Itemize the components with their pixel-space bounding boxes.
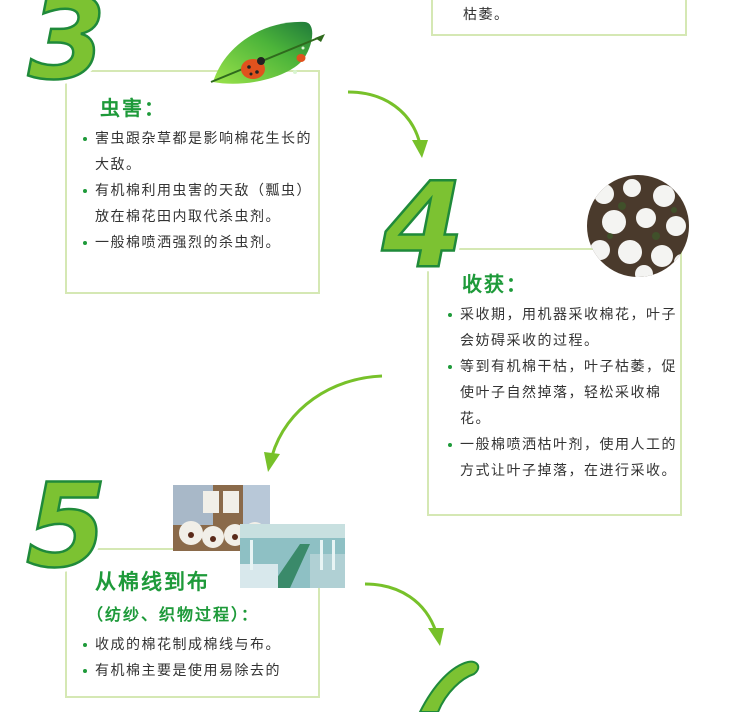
list-item: 采收期，用机器采收棉花，叶子会妨碍采收的过程。 xyxy=(446,302,678,354)
step-2-tail-text: 枯萎。 xyxy=(463,7,510,23)
textile-factory-image xyxy=(240,524,345,588)
step-4-list: 采收期，用机器采收棉花，叶子会妨碍采收的过程。 等到有机棉干枯，叶子枯萎，促使叶… xyxy=(446,302,678,484)
step-4-title: 收获： xyxy=(462,272,528,296)
number-4-icon: 4 4 xyxy=(378,168,469,278)
arrow-4-to-5-icon xyxy=(264,374,383,472)
arrow-3-to-4-icon xyxy=(347,90,428,158)
svg-text:4: 4 xyxy=(381,168,464,278)
list-item: 收成的棉花制成棉线与布。 xyxy=(81,632,317,658)
list-item: 一般棉喷洒强烈的杀虫剂。 xyxy=(81,230,313,256)
list-item: 有机棉主要是使用易除去的 xyxy=(81,658,317,684)
svg-text:4: 4 xyxy=(381,168,464,278)
list-item: 等到有机棉干枯，叶子枯萎，促使叶子自然掉落，轻松采收棉花。 xyxy=(446,354,678,432)
yarn-spools-image xyxy=(173,485,270,551)
number-5-icon: 5 5 xyxy=(21,470,112,580)
number-6-icon xyxy=(416,658,482,712)
step-5-title: 从棉线到布 xyxy=(95,570,210,594)
svg-text:5: 5 xyxy=(26,470,107,580)
step-2-box: 枯萎。 xyxy=(431,0,687,36)
svg-text:3: 3 xyxy=(28,0,106,92)
step-3-title: 虫害： xyxy=(100,96,166,120)
list-item: 害虫跟杂草都是影响棉花生长的大敌。 xyxy=(81,126,313,178)
list-item: 一般棉喷洒枯叶剂，使用人工的方式让叶子掉落，在进行采收。 xyxy=(446,432,678,484)
step-3-list: 害虫跟杂草都是影响棉花生长的大敌。 有机棉利用虫害的天敌（瓢虫）放在棉花田内取代… xyxy=(81,126,313,256)
step-5-subtitle: （纺纱、织物过程）： xyxy=(87,605,260,624)
step-3-box xyxy=(65,70,320,294)
svg-text:3: 3 xyxy=(28,0,106,92)
step-4-box xyxy=(427,248,682,516)
svg-text:5: 5 xyxy=(26,470,107,580)
ladybug-leaf-image xyxy=(210,21,325,84)
arrow-5-to-6-icon xyxy=(364,582,444,646)
cotton-bolls-image xyxy=(587,175,689,277)
number-3-icon: 3 3 xyxy=(23,0,111,92)
step-5-list: 收成的棉花制成棉线与布。 有机棉主要是使用易除去的 xyxy=(81,632,317,684)
list-item: 有机棉利用虫害的天敌（瓢虫）放在棉花田内取代杀虫剂。 xyxy=(81,178,313,230)
